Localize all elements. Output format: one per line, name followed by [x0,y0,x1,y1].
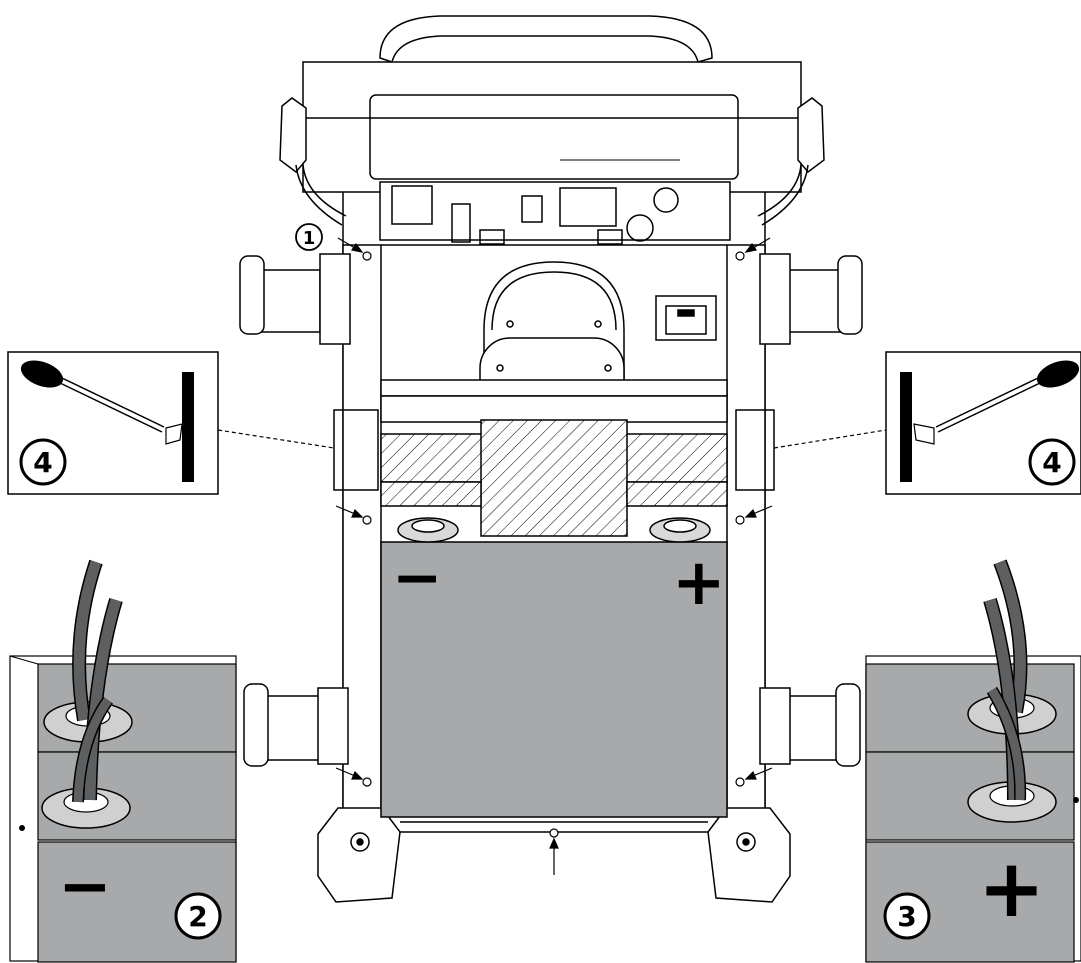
wheel-upper-left [239,253,351,345]
callout-2: 2 [188,900,207,933]
screw-hole-upper-left [362,251,372,261]
carry-handle [379,15,713,63]
battery-clamp [380,419,728,537]
wheel-lower-right [759,683,861,767]
detail-positive-terminal: + 3 [865,559,1081,963]
control-board [379,159,731,245]
main-battery-negative-label: − [392,543,442,613]
callout-3: 3 [897,900,916,933]
screw-hole-bottom [549,828,559,838]
wheel-lower-left [243,683,349,767]
foot-right [707,807,791,903]
callout-1: 1 [295,223,323,251]
svg-text:1: 1 [303,228,316,249]
screw-hole-mid-right [735,515,745,525]
detail-screwdriver-right: 4 [885,351,1081,495]
main-battery-positive-label: + [672,546,726,620]
screw-arrows [335,237,773,875]
wheel-upper-right [759,253,863,345]
callout-4-left: 4 [33,446,52,479]
main-battery [380,541,728,818]
detail-negative-terminal: − 2 [9,559,237,963]
detail-positive-label: + [978,842,1045,935]
screw-holes [362,251,745,838]
main-battery-terminals [397,517,711,543]
screw-hole-mid-left [362,515,372,525]
right-latch [757,97,825,226]
detail-negative-label: − [58,850,112,924]
screw-hole-lower-right [735,777,745,787]
power-socket [655,295,717,341]
screw-hole-upper-right [735,251,745,261]
screw-hole-lower-left [362,777,372,787]
top-housing [302,61,802,193]
callout-4-right: 4 [1042,446,1061,479]
main-unit [239,15,863,903]
left-latch [279,97,347,226]
detail-screwdriver-left: 4 [7,351,219,495]
foot-left [317,807,401,903]
